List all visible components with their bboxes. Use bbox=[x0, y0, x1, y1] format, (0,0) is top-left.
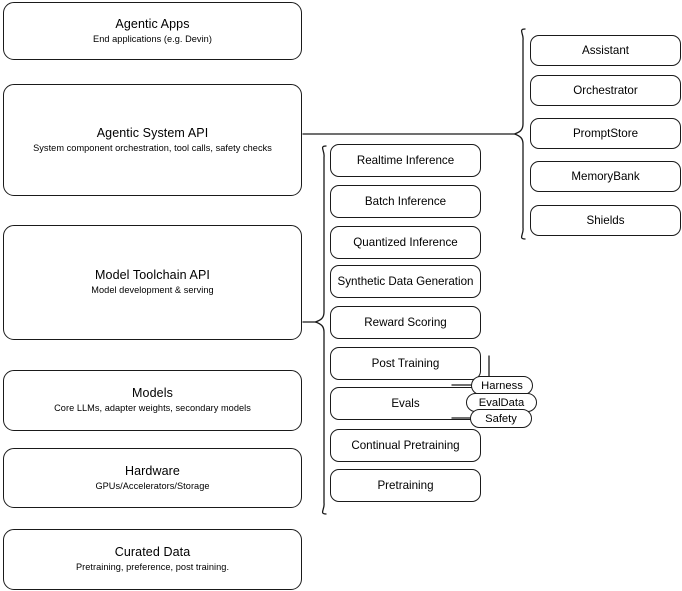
capability-label: Quantized Inference bbox=[353, 236, 458, 249]
component-label: PromptStore bbox=[572, 127, 639, 140]
stack-layer-hardware[interactable]: Hardware GPUs/Accelerators/Storage bbox=[3, 448, 302, 508]
evals-subcomponent-safety[interactable]: Safety bbox=[470, 409, 532, 428]
pill-label: Safety bbox=[485, 412, 517, 425]
evals-subcomponent-harness[interactable]: Harness bbox=[471, 376, 533, 395]
capability-quantized-inference[interactable]: Quantized Inference bbox=[330, 226, 481, 259]
left-brace bbox=[314, 145, 327, 515]
component-label: Orchestrator bbox=[573, 84, 638, 97]
pill-label: EvalData bbox=[478, 396, 525, 409]
capability-post-training[interactable]: Post Training bbox=[330, 347, 481, 380]
capability-continual-pretraining[interactable]: Continual Pretraining bbox=[330, 429, 481, 462]
agentic-component-orchestrator[interactable]: Orchestrator bbox=[530, 75, 681, 106]
capability-label: Continual Pretraining bbox=[351, 439, 460, 452]
evals-subcomponent-evaldata[interactable]: EvalData bbox=[466, 393, 537, 412]
agentic-component-promptstore[interactable]: PromptStore bbox=[530, 118, 681, 149]
component-label: MemoryBank bbox=[571, 170, 640, 183]
layer-subtitle: GPUs/Accelerators/Storage bbox=[95, 480, 210, 491]
layer-title: Agentic System API bbox=[96, 125, 209, 140]
layer-title: Hardware bbox=[124, 463, 180, 478]
capability-batch-inference[interactable]: Batch Inference bbox=[330, 185, 481, 218]
capability-evals[interactable]: Evals bbox=[330, 387, 481, 420]
layer-title: Curated Data bbox=[114, 545, 191, 559]
capability-label: Realtime Inference bbox=[356, 154, 455, 167]
capability-synthetic-data-generation[interactable]: Synthetic Data Generation bbox=[330, 265, 481, 298]
layer-subtitle: System component orchestration, tool cal… bbox=[33, 142, 272, 153]
stack-layer-agentic-system-api[interactable]: Agentic System API System component orch… bbox=[3, 84, 302, 196]
capability-reward-scoring[interactable]: Reward Scoring bbox=[330, 306, 481, 339]
component-label: Assistant bbox=[581, 44, 630, 57]
capability-label: Synthetic Data Generation bbox=[337, 275, 474, 288]
stack-layer-agentic-apps[interactable]: Agentic Apps End applications (e.g. Devi… bbox=[3, 2, 302, 60]
agentic-component-memorybank[interactable]: MemoryBank bbox=[530, 161, 681, 192]
layer-subtitle: Pretraining, preference, post training. bbox=[75, 562, 230, 572]
layer-subtitle: Core LLMs, adapter weights, secondary mo… bbox=[54, 403, 251, 413]
layer-subtitle: End applications (e.g. Devin) bbox=[93, 33, 212, 44]
stack-layer-models[interactable]: Models Core LLMs, adapter weights, secon… bbox=[3, 370, 302, 431]
right-brace bbox=[513, 28, 526, 240]
component-label: Shields bbox=[586, 214, 625, 227]
capability-realtime-inference[interactable]: Realtime Inference bbox=[330, 144, 481, 177]
layer-title: Models bbox=[132, 386, 173, 400]
stack-layer-model-toolchain-api[interactable]: Model Toolchain API Model development & … bbox=[3, 225, 302, 340]
capability-pretraining[interactable]: Pretraining bbox=[330, 469, 481, 502]
capability-label: Post Training bbox=[371, 357, 440, 370]
layer-subtitle: Model development & serving bbox=[91, 285, 214, 295]
capability-label: Evals bbox=[391, 397, 420, 410]
layer-title: Agentic Apps bbox=[115, 16, 190, 31]
layer-title: Model Toolchain API bbox=[95, 268, 210, 282]
capability-label: Batch Inference bbox=[364, 195, 447, 208]
capability-label: Reward Scoring bbox=[364, 316, 447, 329]
stack-layer-curated-data[interactable]: Curated Data Pretraining, preference, po… bbox=[3, 529, 302, 590]
pill-label: Harness bbox=[481, 379, 523, 392]
agentic-component-shields[interactable]: Shields bbox=[530, 205, 681, 236]
agentic-component-assistant[interactable]: Assistant bbox=[530, 35, 681, 66]
capability-label: Pretraining bbox=[377, 479, 434, 492]
